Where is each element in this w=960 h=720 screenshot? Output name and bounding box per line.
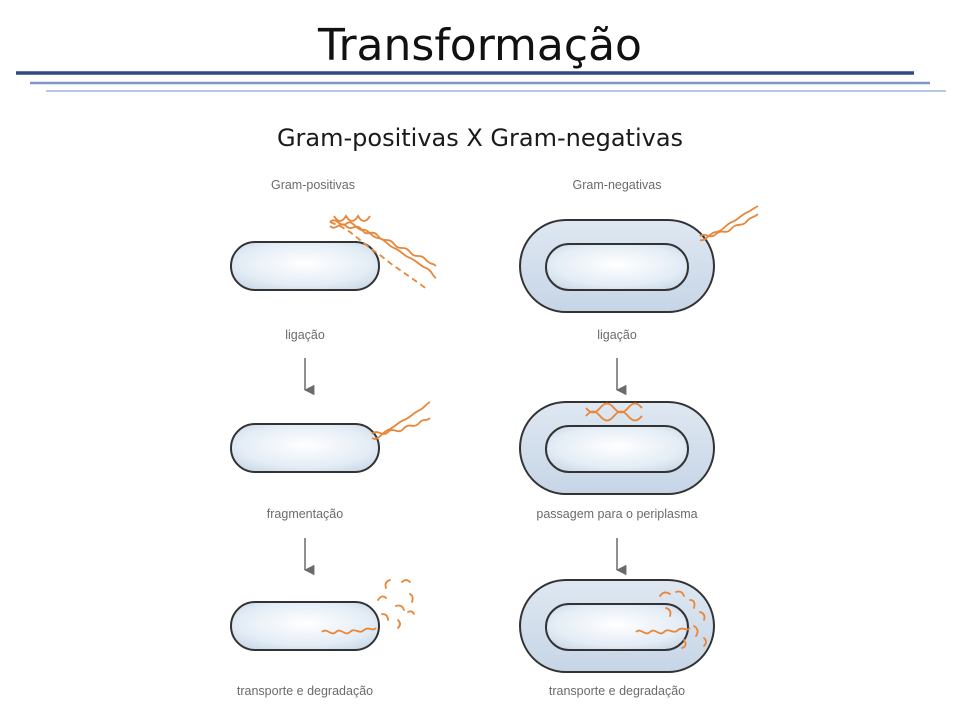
dna-helix [699,205,759,242]
gram-negative-step-3-label: transporte e degradação [549,684,685,698]
gram-positive-step-1-label: ligação [285,328,325,342]
gram-negative-step-1-label: ligação [597,328,637,342]
gram-negative-step-2-label: passagem para o periplasma [536,507,697,521]
dna-in-periplasm [585,402,643,422]
gram-positive-cell [230,241,380,291]
dna-single-strand [321,627,377,635]
title-underline [16,71,946,92]
gram-negative-inner-membrane [545,425,689,473]
dna-degraded-fragments [659,590,707,649]
gram-positive-step-2-label: fragmentação [267,507,343,521]
gram-positive-column: Gram-positivas ligação fragmentação [230,178,437,698]
slide-subtitle: Gram-positivas X Gram-negativas [276,124,684,152]
gram-negative-inner-membrane [545,243,689,291]
dna-fragment [371,401,431,440]
gram-negative-column: Gram-negativas ligação passagem para o p… [519,178,759,698]
gram-positive-step-3-label: transporte e degradação [237,684,373,698]
gram-positive-heading: Gram-positivas [271,178,355,192]
dna-single-strand [635,627,691,635]
slide-title: Transformação [318,20,642,71]
gram-positive-cell [230,601,380,651]
dna-degraded-fragments [377,579,415,629]
dna-helix [329,214,437,291]
gram-negative-inner-membrane [545,603,689,651]
gram-negative-heading: Gram-negativas [573,178,662,192]
gram-positive-cell [230,423,380,473]
